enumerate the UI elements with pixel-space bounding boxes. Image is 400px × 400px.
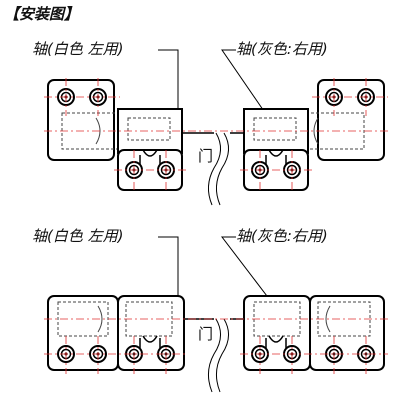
label-bottom-right-shaft: 轴(灰色:右用): [236, 227, 328, 245]
bottom-centerlines: [44, 318, 388, 374]
top-right-hinge: [243, 79, 385, 191]
top-centerlines: [44, 78, 388, 192]
top-assembly: [44, 49, 388, 206]
bottom-door-gap: [184, 318, 244, 393]
label-top-door: 门: [198, 147, 214, 165]
bottom-left-hinge: [47, 295, 185, 371]
bottom-assembly: [44, 236, 388, 393]
leader-bottom-left: [158, 236, 179, 300]
top-door-gap: [182, 132, 244, 206]
label-bottom-left-shaft: 轴(白色 左用): [32, 227, 124, 245]
leader-bottom-right: [220, 236, 271, 301]
diagram-title: 【安装图】: [4, 5, 80, 23]
label-top-left-shaft: 轴(白色 左用): [32, 40, 124, 58]
leader-top-right: [221, 49, 271, 121]
bottom-right-hinge: [243, 295, 385, 371]
label-bottom-door: 门: [198, 325, 214, 343]
top-left-hinge: [47, 79, 183, 191]
leader-top-left: [158, 49, 179, 120]
label-top-right-shaft: 轴(灰色:右用): [236, 40, 328, 58]
